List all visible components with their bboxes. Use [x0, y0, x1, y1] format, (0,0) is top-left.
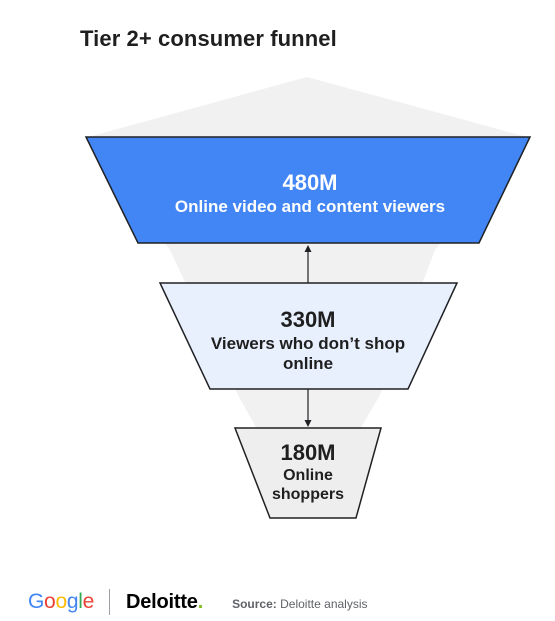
footer: Google Deloitte. Source: Deloitte analys…	[28, 589, 368, 615]
funnel-stage-3: 180M Online shoppers	[245, 440, 371, 504]
stage-label: Viewers who don’t shop online	[210, 334, 406, 373]
stage-label: Online shoppers	[271, 467, 344, 503]
google-logo-letter: g	[66, 590, 79, 613]
deloitte-logo-text: Deloitte	[125, 590, 198, 613]
logo-divider	[108, 589, 110, 615]
page-title: Tier 2+ consumer funnel	[80, 26, 337, 51]
google-logo: Google	[28, 590, 94, 614]
source-note: Source: Deloitte analysis	[232, 597, 367, 611]
google-logo-letter: o	[55, 590, 67, 613]
funnel-stage-1-shape	[84, 136, 532, 244]
google-logo-letter: o	[44, 590, 56, 613]
deloitte-logo: Deloitte.	[126, 591, 203, 614]
funnel-stage-1: 480M Online video and content viewers	[120, 170, 500, 217]
google-logo-letter: G	[28, 590, 45, 613]
arrow-down-connector	[304, 389, 312, 427]
source-label: Source:	[232, 597, 277, 611]
funnel-stage-2: 330M Viewers who don’t shop online	[190, 307, 426, 373]
google-logo-letter: e	[82, 590, 95, 613]
funnel-stage-2-shape	[158, 282, 459, 390]
stage-value: 330M	[280, 307, 336, 332]
funnel-stage-3-shape	[233, 427, 382, 519]
google-logo-letter: l	[78, 590, 83, 613]
source-text: Deloitte analysis	[280, 597, 368, 611]
deloitte-logo-dot: .	[197, 590, 204, 613]
arrow-up-connector	[304, 245, 312, 283]
stage-value: 480M	[282, 170, 338, 195]
stage-label: Online video and content viewers	[174, 197, 446, 217]
stage-value: 180M	[280, 440, 336, 465]
